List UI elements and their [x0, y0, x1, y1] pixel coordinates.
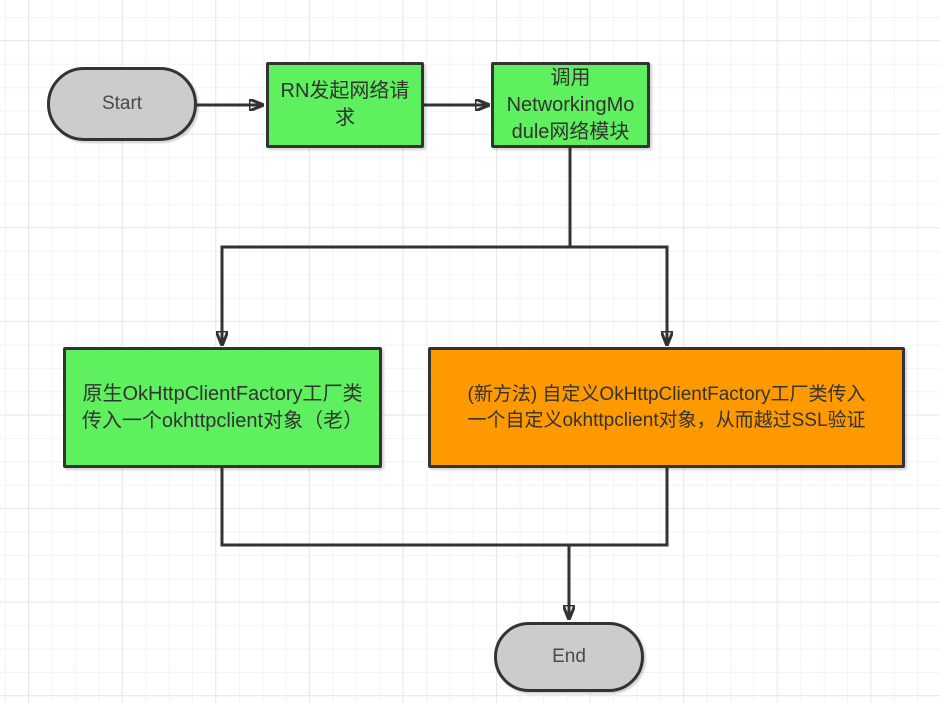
connector-branches-merge — [220, 468, 669, 547]
node-old-factory[interactable]: 原生OkHttpClientFactory工厂类 传入一个okhttpclien… — [63, 347, 382, 468]
node-start[interactable]: Start — [47, 67, 197, 141]
node-networking-module-label: 调用 NetworkingMo dule网络模块 — [506, 66, 635, 143]
node-old-factory-label: 原生OkHttpClientFactory工厂类 传入一个okhttpclien… — [81, 382, 364, 432]
node-networking-module[interactable]: 调用 NetworkingMo dule网络模块 — [491, 62, 650, 148]
connector-networking-to-new — [570, 245, 667, 344]
node-start-label: Start — [101, 93, 143, 115]
node-rn-request[interactable]: RN发起网络请 求 — [266, 62, 424, 148]
connector-networking-to-old — [222, 148, 572, 344]
node-new-factory-label: (新方法) 自定义OkHttpClientFactory工厂类传入 一个自定义o… — [467, 383, 866, 431]
node-new-factory[interactable]: (新方法) 自定义OkHttpClientFactory工厂类传入 一个自定义o… — [428, 347, 905, 468]
node-end[interactable]: End — [494, 622, 644, 692]
node-end-label: End — [552, 646, 586, 668]
node-rn-request-label: RN发起网络请 求 — [280, 80, 410, 129]
